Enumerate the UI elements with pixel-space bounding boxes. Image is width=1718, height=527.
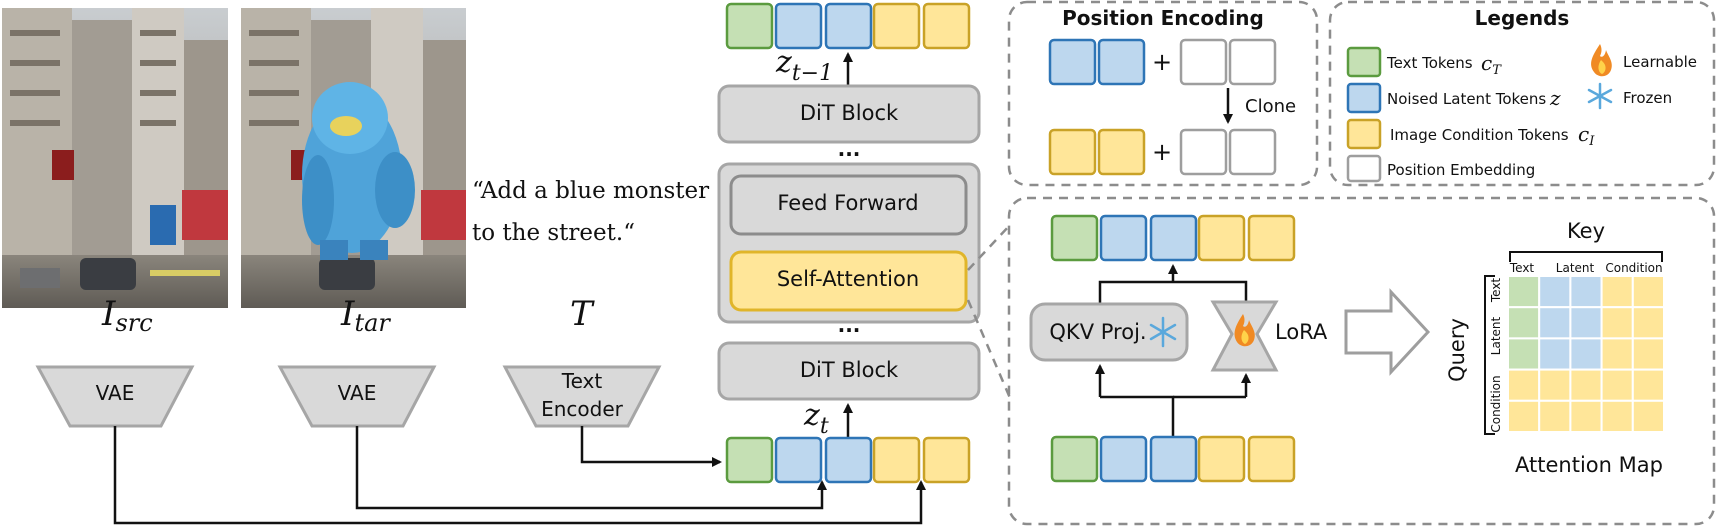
flame-icon <box>1234 314 1255 347</box>
target-image-label: Itar <box>340 294 391 337</box>
svg-text:Condition: Condition <box>1489 375 1503 432</box>
attention-grid <box>1507 275 1666 433</box>
vae-encoder-source: VAE <box>35 365 195 428</box>
svg-text:Key: Key <box>1567 219 1605 243</box>
svg-text:Text Tokens: Text Tokens <box>1386 54 1473 72</box>
svg-text:Position Encoding: Position Encoding <box>1062 6 1264 30</box>
attention-cell <box>1569 337 1603 371</box>
lora-adapter: LoRA <box>1210 300 1328 372</box>
encoder-connectors <box>113 426 926 525</box>
flame-icon <box>1591 44 1612 77</box>
attention-cell <box>1538 399 1572 433</box>
text-label: T <box>570 294 595 334</box>
ellipsis-bottom: ... <box>838 313 861 337</box>
attention-cell <box>1507 399 1541 433</box>
detail-input-token-row <box>1050 435 1296 483</box>
svg-text:Noised Latent Tokens: Noised Latent Tokens <box>1387 90 1546 108</box>
attention-cell <box>1569 368 1603 402</box>
position-encoding-panel: Position Encoding + Clone + <box>1007 0 1319 187</box>
dit-block-expanded: Feed Forward Self-Attention <box>717 162 981 324</box>
detail-panel <box>1007 196 1716 526</box>
attention-cell <box>1507 368 1541 402</box>
prompt-line-1: “Add a blue monster <box>472 178 709 204</box>
attention-cell <box>1600 306 1634 340</box>
svg-text:Position Embedding: Position Embedding <box>1387 161 1535 179</box>
output-token-row <box>725 2 971 50</box>
attention-cell <box>1569 275 1603 309</box>
snowflake-icon <box>1587 82 1613 110</box>
attention-cell <box>1507 275 1541 309</box>
attention-cell <box>1600 275 1634 309</box>
svg-text:VAE: VAE <box>96 381 135 405</box>
svg-text:Latent: Latent <box>1556 261 1595 275</box>
feed-forward-block <box>729 174 968 236</box>
attention-cell <box>1600 337 1634 371</box>
legends-panel: Legends Text Tokens cT Noised Latent Tok… <box>1328 0 1716 187</box>
svg-text:cT: cT <box>1481 51 1502 78</box>
svg-text:+: + <box>1152 48 1172 76</box>
text-encoder: Text Encoder <box>502 365 662 428</box>
prompt-line-2: to the street.“ <box>472 220 635 246</box>
attention-cell <box>1600 368 1634 402</box>
svg-text:+: + <box>1152 138 1172 166</box>
attention-cell <box>1507 306 1541 340</box>
target-image <box>241 8 466 308</box>
svg-text:Query: Query <box>1445 318 1469 382</box>
attention-cell <box>1631 399 1666 433</box>
svg-text:QKV Proj.: QKV Proj. <box>1049 320 1146 344</box>
dit-block-top: DiT Block <box>717 84 981 144</box>
svg-text:VAE: VAE <box>338 381 377 405</box>
svg-text:Feed Forward: Feed Forward <box>777 191 918 215</box>
svg-text:Encoder: Encoder <box>541 397 624 421</box>
z-t-label: zt <box>803 398 829 439</box>
attention-cell <box>1631 337 1666 371</box>
z-t-minus-1-label: zt−1 <box>775 45 833 86</box>
attention-cell <box>1538 368 1572 402</box>
self-attention-block <box>729 250 968 312</box>
source-image-label: Isrc <box>101 294 153 337</box>
attention-cell <box>1600 399 1634 433</box>
svg-text:Text: Text <box>1509 261 1535 275</box>
svg-text:Latent: Latent <box>1489 316 1503 355</box>
vae-encoder-target: VAE <box>277 365 437 428</box>
svg-text:Legends: Legends <box>1475 6 1570 30</box>
attention-cell <box>1631 368 1666 402</box>
svg-text:Text: Text <box>561 369 603 393</box>
detail-output-token-row <box>1050 214 1296 262</box>
attention-map: Key Text Latent Condition Query Text Lat… <box>1445 219 1666 477</box>
attention-cell <box>1538 306 1572 340</box>
svg-text:Image Condition Tokens: Image Condition Tokens <box>1390 126 1569 144</box>
svg-text:DiT Block: DiT Block <box>800 101 899 125</box>
qkv-projection-block: QKV Proj. <box>1029 302 1189 362</box>
blue-monster <box>302 82 415 260</box>
svg-text:cI: cI <box>1578 122 1595 149</box>
ellipsis-top: ... <box>838 137 861 161</box>
svg-text:Frozen: Frozen <box>1623 89 1672 107</box>
attention-cell <box>1507 337 1541 371</box>
attention-cell <box>1631 275 1666 309</box>
svg-text:Condition: Condition <box>1605 261 1662 275</box>
svg-text:LoRA: LoRA <box>1275 320 1328 344</box>
attention-cell <box>1631 306 1666 340</box>
dit-block-bottom: DiT Block <box>717 341 981 401</box>
input-token-row <box>725 436 971 484</box>
svg-text:Learnable: Learnable <box>1623 53 1697 71</box>
svg-text:Text: Text <box>1489 278 1503 304</box>
svg-text:z: z <box>1549 86 1561 110</box>
attention-cell <box>1538 337 1572 371</box>
attention-cell <box>1569 306 1603 340</box>
attention-cell <box>1569 399 1603 433</box>
clone-label: Clone <box>1245 96 1296 117</box>
svg-text:DiT Block: DiT Block <box>800 358 899 382</box>
svg-text:Attention Map: Attention Map <box>1515 453 1663 477</box>
svg-text:Self-Attention: Self-Attention <box>777 267 919 291</box>
source-image <box>2 8 228 308</box>
hollow-arrow <box>1344 288 1431 376</box>
attention-cell <box>1538 275 1572 309</box>
snowflake-icon <box>1149 316 1177 348</box>
